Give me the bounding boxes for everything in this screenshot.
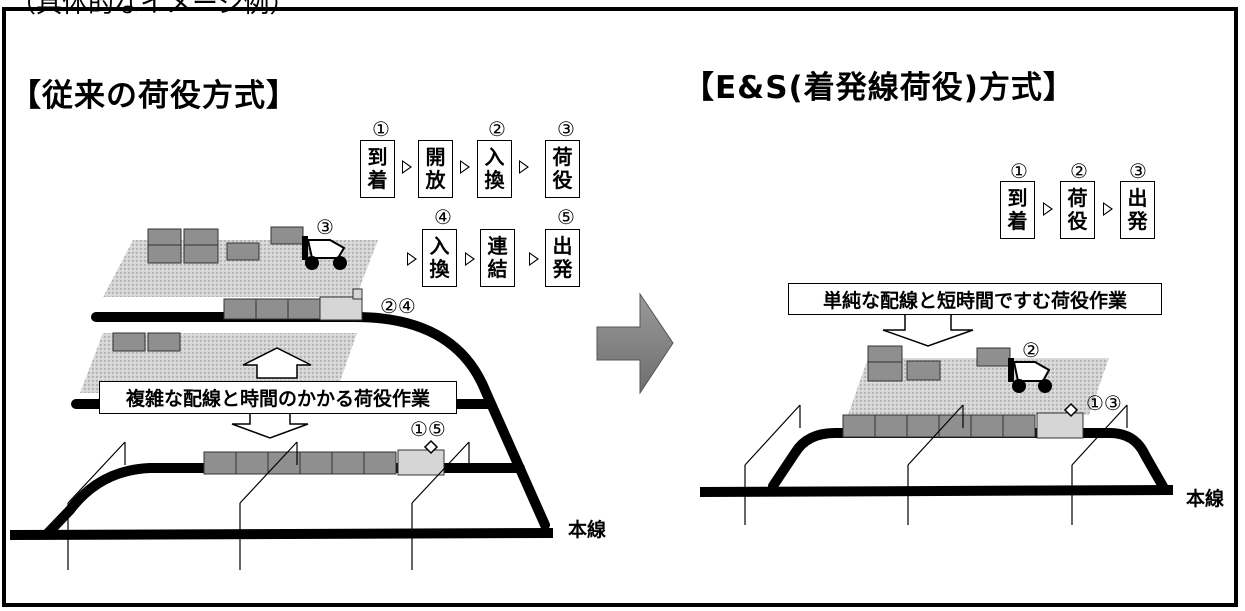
callout-arrow-up [242, 347, 312, 379]
flow-arrow-icon [1103, 202, 1113, 216]
left-callout: 複雑な配線と時間のかかる荷役作業 [99, 381, 457, 414]
flow-step-number: ③ [557, 117, 575, 141]
left-panel-heading: 【従来の荷役方式】 [10, 78, 298, 114]
callout-arrow-down [231, 412, 309, 439]
flow-step-switch-2: 入換 [422, 229, 457, 287]
right-forklift-marker: ② [1022, 338, 1040, 362]
flow-arrow-icon [460, 160, 470, 174]
right-mainline-label: 本線 [1186, 488, 1225, 510]
arrival-track [43, 463, 525, 538]
flow-step-loading: 荷役 [1060, 181, 1095, 239]
diagram-frame [2, 7, 1238, 607]
upper-siding-track [91, 312, 550, 530]
flow-step-number: ② [1070, 159, 1088, 183]
left-mainline-label: 本線 [568, 519, 607, 541]
flow-step-arrival: 到着 [360, 140, 395, 198]
left-forklift [302, 236, 347, 270]
flow-arrow-icon [519, 160, 529, 174]
right-forklift [1008, 358, 1052, 393]
right-train [842, 402, 1084, 439]
flow-arrow-icon [529, 252, 539, 266]
upper-siding-train [223, 288, 363, 321]
left-forklift-marker: ③ [316, 215, 334, 239]
flow-step-loading: 荷役 [545, 140, 580, 198]
flow-step-number: ⑤ [557, 205, 575, 229]
right-arrival-track [768, 428, 1170, 495]
flow-arrow-icon [465, 252, 475, 266]
right-callout: 単純な配線と短時間ですむ荷役作業 [788, 283, 1162, 315]
middle-platform-containers [112, 332, 181, 352]
right-panel-heading: 【E&S(着発線荷役)方式】 [683, 70, 1075, 106]
upper-platform-containers [147, 226, 304, 264]
flow-step-switch: 入換 [477, 140, 512, 198]
left-main-line [9, 528, 554, 540]
flow-step-number: ④ [434, 205, 452, 229]
flow-step-number: ③ [1129, 159, 1147, 183]
flow-step-departure: 出発 [1120, 181, 1155, 239]
flow-step-open: 開放 [418, 140, 453, 198]
flow-step-arrival: 到着 [1000, 181, 1035, 239]
right-callout-arrow [882, 313, 974, 347]
right-train-marker: ①③ [1086, 391, 1122, 415]
flow-step-number: ① [1010, 159, 1028, 183]
flow-step-number: ① [372, 117, 390, 141]
flow-arrow-icon [407, 252, 417, 266]
right-platform-containers [867, 345, 1011, 382]
flow-step-couple: 連結 [480, 229, 515, 287]
right-main-line [699, 485, 1174, 497]
flow-arrow-icon [402, 160, 412, 174]
right-catenary-poles [744, 404, 1128, 525]
flow-arrow-icon [1043, 202, 1053, 216]
arrival-train [203, 439, 445, 476]
flow-step-departure: 出発 [545, 229, 580, 287]
left-train-marker: ①⑤ [410, 417, 446, 441]
flow-step-number: ② [488, 117, 506, 141]
left-siding-marker: ②④ [380, 294, 416, 318]
transition-arrow [596, 292, 674, 395]
left-catenary-poles [67, 441, 470, 570]
